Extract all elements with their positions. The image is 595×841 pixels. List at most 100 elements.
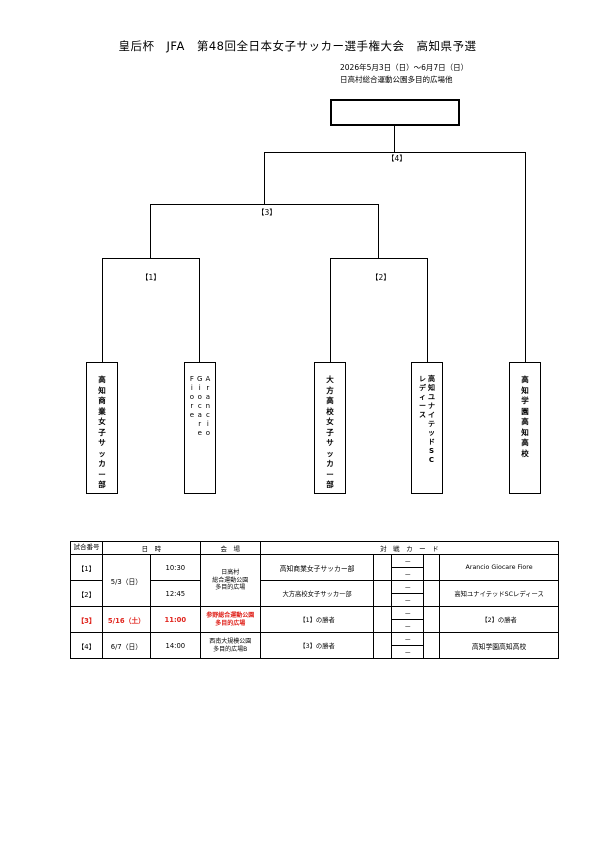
team-name-char: 園	[521, 406, 529, 416]
team-name-char: i	[190, 384, 193, 392]
team-name-char: ッ	[326, 448, 334, 458]
team-name-char: 知	[521, 385, 529, 395]
match-time-1: 10:30	[149, 554, 201, 581]
champion-box	[330, 99, 460, 126]
team-name-char: ユ	[428, 393, 435, 401]
team-name-char: 高	[521, 375, 529, 384]
bracket-line	[330, 258, 428, 259]
team-name-char: レ	[419, 375, 426, 383]
match-venue-4: 西南大規模公園 多目的広場B	[199, 632, 261, 659]
team-name-char: ー	[326, 469, 334, 479]
away-team-2: 高知ユナイテッドSCレディース	[439, 580, 559, 607]
team-name-char: ッ	[428, 429, 435, 437]
score-dash: －	[391, 593, 425, 607]
team-name-char: 部	[326, 480, 334, 489]
team-name-char: カ	[326, 459, 334, 468]
team-name-char: e	[189, 411, 195, 419]
bracket-line	[102, 258, 103, 362]
team-name-char: サ	[326, 438, 334, 447]
team-name-char: F	[189, 375, 194, 383]
team-box-ogata: 大方高校女子サッカー部	[314, 362, 346, 494]
bracket-line	[378, 204, 379, 258]
match-no-3: 【3】	[70, 606, 103, 633]
match-date-4: 6/7（日）	[101, 632, 151, 659]
team-name-char: 知	[428, 384, 435, 392]
team-name-char: i	[206, 420, 209, 428]
team-name-char: S	[428, 447, 435, 455]
round-label-1: 【1】	[141, 273, 161, 282]
team-name-char: r	[198, 420, 202, 428]
team-name-vertical: 大方高校女子サッカー部	[326, 375, 334, 491]
team-name-char: c	[205, 411, 210, 419]
team-name-char: イ	[428, 411, 435, 419]
page-title: 皇后杯 JFA 第48回全日本女子サッカー選手権大会 高知県予選	[118, 39, 477, 53]
match-time-3: 11:00	[149, 606, 201, 633]
team-name-char: ッ	[98, 448, 106, 458]
header-match-no: 試合番号	[70, 541, 103, 555]
team-name-char: 子	[326, 427, 334, 437]
team-name-char: r	[206, 384, 210, 392]
team-name-char: 校	[521, 448, 529, 458]
round-label-2: 【2】	[371, 273, 391, 282]
bracket-line	[150, 204, 151, 258]
bracket-line	[199, 258, 200, 362]
bracket-line	[330, 258, 331, 362]
event-venue: 日高村総合運動公園多目的広場他	[340, 75, 453, 84]
team-name-char: ー	[419, 402, 426, 410]
score-dash: －	[391, 645, 425, 659]
team-name-char: o	[189, 393, 195, 401]
header-datetime: 日 時	[101, 541, 201, 555]
team-name-char: o	[197, 393, 202, 401]
team-name-char: 校	[326, 406, 334, 416]
team-name-char: 高	[428, 375, 435, 383]
score-dash: －	[391, 632, 425, 646]
score-dash: －	[391, 554, 425, 568]
match-no-1: 【1】	[70, 554, 103, 581]
match-venue-shared: 日高村 総合運動公園 多目的広場	[199, 554, 261, 607]
match-time-2: 12:45	[149, 580, 201, 607]
event-dates: 2026年5月3日（日）～6月7日（日）	[340, 63, 469, 72]
team-name-char: 業	[98, 406, 106, 416]
team-name-char: 子	[98, 427, 106, 437]
home-team-3: 【1】の勝者	[259, 606, 375, 633]
team-name-char: 高	[521, 417, 529, 426]
team-box-kochi-shogyo: 高知商業女子サッカー部	[86, 362, 118, 494]
match-date-shared: 5/3（日）	[101, 554, 151, 607]
home-team-4: 【3】の勝者	[259, 632, 375, 659]
event-meta: 2026年5月3日（日）～6月7日（日） 日高村総合運動公園多目的広場他	[340, 62, 468, 86]
team-name-char: 大	[326, 375, 334, 384]
team-name-char: ナ	[428, 402, 435, 410]
match-date-3: 5/16（土）	[101, 606, 151, 633]
team-name-char: G	[197, 375, 203, 383]
team-name-vertical: 高知商業女子サッカー部	[98, 375, 106, 491]
team-name-char: ス	[419, 411, 426, 419]
away-team-3: 【2】の勝者	[439, 606, 559, 633]
team-name-char: 高	[326, 396, 334, 405]
team-name-char: 商	[98, 396, 106, 405]
bracket-line	[394, 126, 395, 152]
bracket-line	[102, 258, 200, 259]
team-name-char: 知	[98, 385, 106, 395]
team-name-char: 知	[521, 427, 529, 437]
team-name-char: n	[205, 402, 211, 410]
match-no-2: 【2】	[70, 580, 103, 607]
team-name-char: a	[197, 411, 202, 419]
match-venue-3: 参野総合運動公園 多目的広場	[199, 606, 261, 633]
team-name-char: デ	[419, 384, 426, 392]
team-name-char: r	[190, 402, 194, 410]
team-name-char: i	[198, 384, 201, 392]
team-name-char: ー	[98, 469, 106, 479]
header-card: 対 戦 カ ー ド	[259, 541, 560, 555]
team-name-vertical: レディース	[419, 375, 426, 465]
score-dash: －	[391, 567, 425, 581]
team-name-char: 学	[521, 396, 529, 405]
schedule-table: 試合番号 日 時 会 場 対 戦 カ ー ド 【1】 5/3（日） 10:30 …	[70, 541, 560, 659]
team-name-char: e	[197, 429, 202, 437]
team-name-char: サ	[98, 438, 106, 447]
header-venue: 会 場	[199, 541, 261, 555]
match-time-4: 14:00	[149, 632, 201, 659]
team-name-vertical: 高知学園高知高校	[521, 375, 529, 459]
